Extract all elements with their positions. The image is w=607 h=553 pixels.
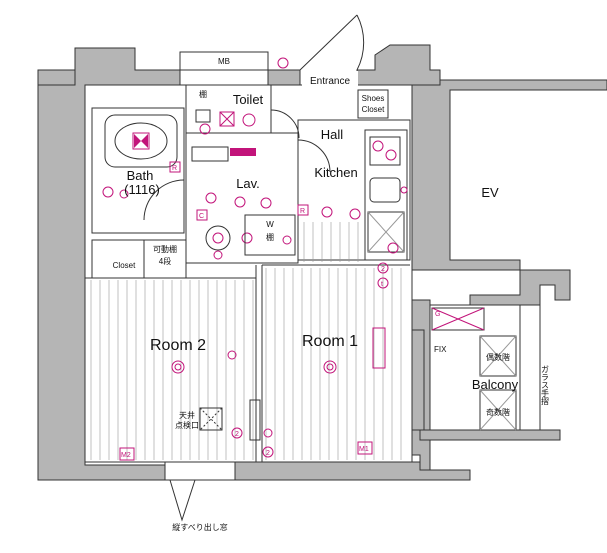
bath-size-label: (1116)	[124, 182, 160, 197]
even-floor-label: 奇数階	[486, 407, 510, 417]
bath-r-mark: R	[172, 165, 177, 172]
sliding-window-label: 縦すべり出し窓	[172, 522, 227, 532]
bathtub: R Bath (1116)	[102, 114, 185, 221]
hall-label: Hall	[321, 127, 344, 142]
movable-shelf-label-2: 4段	[159, 256, 171, 266]
m1-mark: M1	[359, 446, 369, 453]
room2-2-mark: 2	[235, 431, 239, 438]
room1-2-mark: 2	[266, 450, 270, 457]
room2-label: Room 2	[150, 337, 206, 354]
ev-label: EV	[481, 185, 499, 200]
interior-outline	[84, 84, 413, 463]
glass-railing-label: ガラス手摺	[541, 365, 550, 406]
shoes-closet-label-1: Shoes	[362, 94, 385, 103]
balcony: FIX G 偶数階 奇数階 Balcony ガラス手摺	[411, 300, 550, 431]
kitchen-r-mark: R	[300, 208, 305, 215]
toilet-shelf-label: 棚	[199, 89, 207, 99]
room1: Room 1 2 M1	[249, 327, 386, 458]
lav-c-mark: C	[199, 213, 204, 220]
kitchen: Hall Kitchen R 2 t	[297, 127, 408, 289]
entrance-label: Entrance	[310, 76, 350, 87]
movable-shelf-label-1: 可動棚	[153, 244, 177, 254]
m2-mark: M2	[121, 452, 131, 459]
kitchen-t-mark: t	[381, 281, 383, 288]
balcony-label: Balcony	[472, 377, 519, 392]
lav-label: Lav.	[236, 176, 260, 191]
meter-box: MB	[179, 51, 269, 71]
mb-label: MB	[218, 57, 230, 66]
shoes-closet-label-2: Closet	[362, 105, 385, 114]
shoes-closet: Shoes Closet	[357, 89, 389, 119]
fix-label: FIX	[434, 345, 447, 354]
room1-label: Room 1	[302, 333, 358, 350]
toilet-label: Toilet	[233, 92, 264, 107]
exterior-walls	[37, 44, 607, 481]
bath-label: Bath	[127, 168, 154, 183]
kitchen-2-mark: 2	[381, 266, 385, 273]
entrance-door: Entrance	[299, 14, 365, 88]
kitchen-label: Kitchen	[314, 165, 357, 180]
ceiling-hatch-label-1: 天井	[179, 410, 195, 420]
lavatory: Lav. C W 棚	[191, 139, 331, 260]
room2-floorboards	[90, 280, 254, 460]
odd-floor-label: 偶数階	[486, 352, 510, 362]
closet-label: Closet	[113, 261, 136, 270]
ceiling-hatch-label-2: 点検口	[175, 420, 199, 430]
toilet-room: Toilet 棚	[195, 57, 300, 139]
hall-floorboards	[303, 222, 359, 262]
room2: Room 2 天井 点検口 2 M2 縦すべり出し窓	[119, 337, 243, 532]
washer-label: W	[266, 220, 274, 229]
washer-shelf-label: 棚	[266, 232, 274, 242]
gas-mark: G	[435, 311, 440, 318]
room1-floorboards	[265, 268, 402, 460]
closet-shelves: Closet 可動棚 4段	[113, 244, 177, 270]
